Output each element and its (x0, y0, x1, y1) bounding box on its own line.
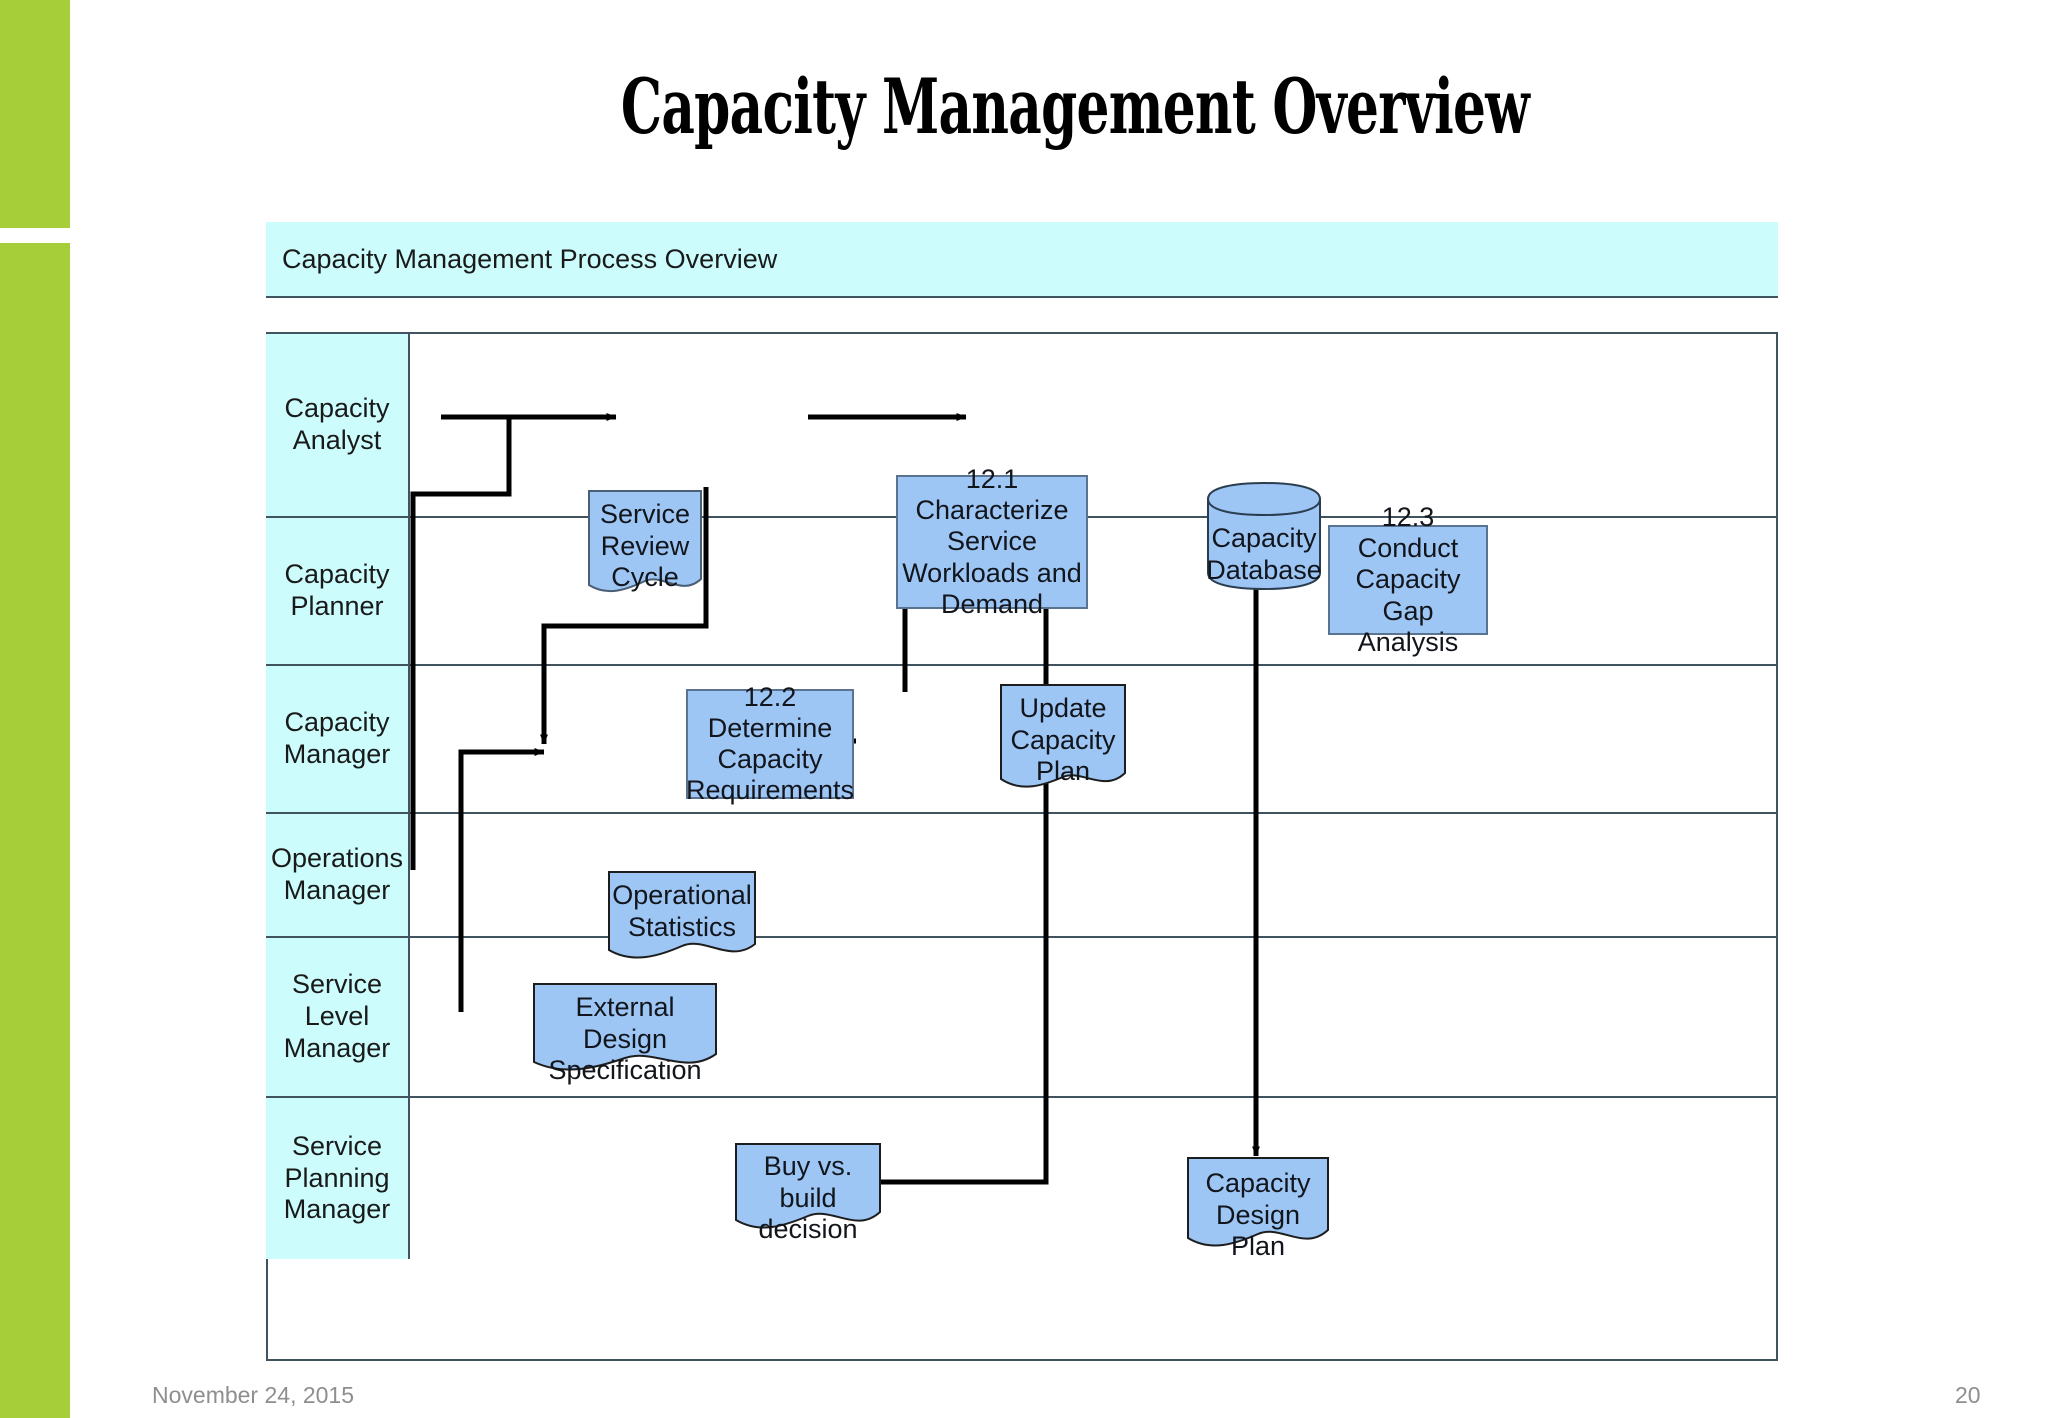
node-determine-capacity-requirements[interactable]: 12.2 Determine Capacity Requirements (686, 682, 854, 805)
node-label-line: Capacity (1211, 523, 1317, 553)
lane-label-line: Analyst (292, 425, 382, 455)
node-label-line: Cycle (611, 562, 679, 593)
lane-label-line: Manager (283, 739, 391, 769)
accent-bar-top (0, 0, 70, 228)
document-shape (533, 983, 717, 1071)
lane-label-capacity-analyst: Capacity Analyst (266, 334, 410, 516)
footer-page-number: 20 (1955, 1382, 1981, 1408)
document-shape (1187, 1157, 1329, 1247)
node-label: External Design Specification (532, 992, 718, 1087)
lane-body-service-planning-manager (410, 1098, 1778, 1259)
lane-label-line: Level (304, 1001, 370, 1032)
node-label-line: Buy vs. build (763, 1151, 853, 1213)
accent-bar-bottom (0, 243, 70, 1418)
lane-label-line: Service (291, 969, 382, 1000)
lane-label-operations-manager: Operations Manager (266, 814, 410, 936)
lane-label-service-planning-manager: Service Planning Manager (266, 1098, 410, 1259)
capacity-management-swimlane-diagram: Capacity Management Process Overview Cap… (266, 222, 1778, 1361)
node-label-line: Service (946, 526, 1037, 557)
lane-label-line: Planner (290, 591, 384, 621)
diagram-header-title: Capacity Management Process Overview (282, 244, 778, 274)
node-label: Service Review Cycle (587, 499, 703, 594)
lane-operations-manager: Operations Manager (266, 814, 1778, 938)
node-label-line: Workloads and (902, 557, 1082, 588)
node-label-line: Capacity (717, 744, 823, 774)
lane-label-line: Operations (270, 843, 404, 874)
node-label: Capacity Design Plan (1186, 1168, 1330, 1263)
node-capacity-design-plan[interactable]: Capacity Design Plan (1186, 1156, 1330, 1261)
node-external-design-specification[interactable]: External Design Specification (532, 982, 718, 1085)
lane-label-line: Planning (284, 1162, 390, 1193)
node-label-line: Capacity (1205, 1168, 1311, 1198)
lane-label-line: Manager (283, 1032, 391, 1063)
page-title: Capacity Management Overview (620, 62, 1530, 151)
node-service-review-cycle[interactable]: Service Review Cycle (587, 489, 703, 597)
node-label-line: Analysis (1357, 626, 1459, 657)
lane-label-line: Capacity (284, 393, 390, 424)
node-label: Update Capacity Plan (999, 693, 1127, 788)
node-characterize-service-workloads[interactable]: 12.1 Characterize Service Workloads and … (896, 464, 1088, 619)
node-label-line: Demand (940, 588, 1044, 619)
lane-label-service-level-manager: Service Level Manager (266, 938, 410, 1096)
node-label-line: Review (600, 530, 690, 561)
lane-label-capacity-planner: Capacity Planner (266, 518, 410, 664)
node-label: Buy vs. build decision (734, 1151, 882, 1246)
lane-label-line: Manager (283, 875, 391, 905)
node-label-line: 12.3 (1381, 502, 1435, 533)
node-label: 12.2 Determine Capacity Requirements (686, 682, 854, 806)
node-label-line: Plan (1035, 756, 1091, 787)
lane-capacity-analyst: Capacity Analyst (266, 334, 1778, 518)
node-operational-statistics[interactable]: Operational Statistics (607, 870, 757, 964)
node-label-line: Database (1206, 554, 1322, 585)
node-label-line: Determine (707, 712, 833, 743)
node-label-line: Service (599, 499, 691, 529)
node-update-capacity-plan[interactable]: Update Capacity Plan (999, 683, 1127, 793)
node-label: 12.3 Conduct Capacity Gap Analysis (1330, 502, 1486, 657)
node-label-line: 12.1 (965, 464, 1019, 495)
document-shape (735, 1143, 881, 1229)
node-label-line: Statistics (627, 911, 737, 942)
node-label-line: External Design (575, 992, 675, 1054)
lane-label-line: Manager (283, 1194, 391, 1225)
node-label-line: Conduct (1357, 533, 1459, 564)
node-label: 12.1 Characterize Service Workloads and … (902, 464, 1082, 619)
lane-service-level-manager: Service Level Manager (266, 938, 1778, 1098)
lane-label-capacity-manager: Capacity Manager (266, 666, 410, 812)
lane-label-line: Capacity (284, 707, 390, 738)
footer-date: November 24, 2015 (152, 1382, 355, 1408)
node-label-line: Capacity (1010, 724, 1116, 755)
node-label-line: Operational (612, 880, 752, 910)
node-label-line: 12.2 (743, 681, 797, 712)
node-label: Capacity Database (1206, 523, 1322, 586)
node-label-line: Requirements (685, 775, 855, 806)
node-label-line: Specification (548, 1055, 702, 1086)
diagram-subheader-band (266, 298, 1778, 334)
node-label-line: Design Plan (1215, 1199, 1301, 1262)
lane-label-line: Service (291, 1130, 382, 1161)
document-shape (608, 871, 756, 959)
node-label-line: decision (758, 1214, 858, 1245)
node-label-line: Characterize (915, 495, 1069, 526)
node-label-line: Capacity Gap (1355, 564, 1461, 626)
diagram-header-band (266, 222, 1778, 298)
node-capacity-database[interactable]: Capacity Database (1206, 481, 1322, 591)
lane-label-line: Capacity (284, 559, 390, 590)
node-buy-vs-build-decision[interactable]: Buy vs. build decision (734, 1142, 882, 1244)
lane-service-planning-manager: Service Planning Manager (266, 1098, 1778, 1259)
node-conduct-capacity-gap-analysis[interactable]: 12.3 Conduct Capacity Gap Analysis (1328, 502, 1488, 657)
node-label: Operational Statistics (607, 880, 757, 943)
node-label-line: Update (1019, 693, 1107, 723)
